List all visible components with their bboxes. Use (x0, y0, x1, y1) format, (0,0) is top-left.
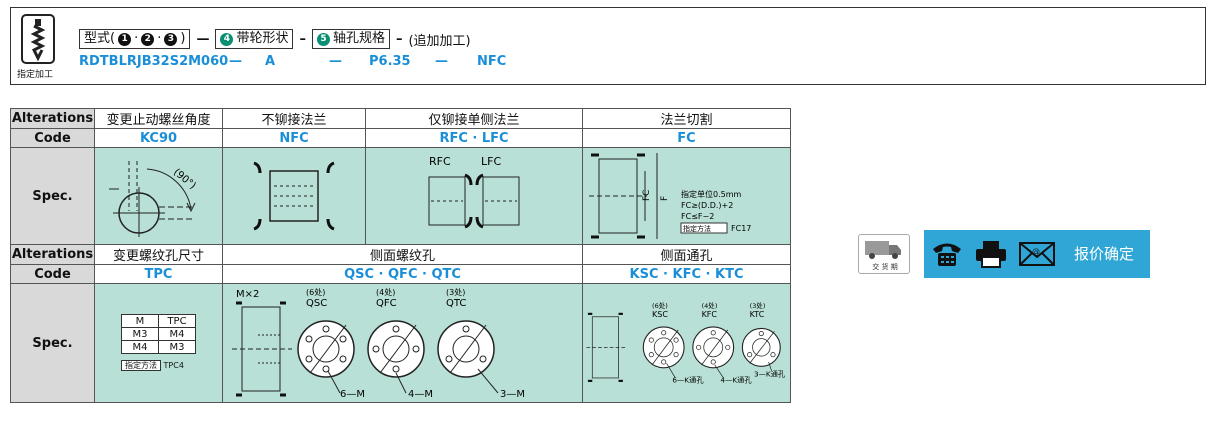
option-value: NFC (477, 54, 507, 69)
svg-text:KSC: KSC (652, 310, 668, 319)
fc-dimension-label: FC (642, 190, 652, 201)
order-format-row: 型式( 1 · 2 · 3 ) — 4 带轮形状 – 5 轴孔规格 – (追加加… (79, 28, 471, 50)
rfc-label: RFC (429, 155, 451, 168)
header-tpc: 变更螺纹孔尺寸 (94, 244, 223, 265)
code-nfc[interactable]: NFC (222, 128, 366, 148)
thru-ktc: (3处) KTC 3—K通孔 (741, 301, 786, 379)
alterations-table: Alterations 变更止动螺丝角度 不铆接法兰 仅铆接单侧法兰 法兰切割 … (10, 108, 792, 403)
step-2-badge: 2 (141, 32, 155, 46)
svg-text:(4处): (4处) (701, 301, 717, 310)
spec-rfc-lfc-diagram: RFC LFC (364, 147, 584, 245)
svg-text:QFC: QFC (376, 298, 397, 309)
svg-text:(6处): (6处) (652, 301, 668, 310)
code-row-header: Code (10, 128, 95, 148)
header-nfc: 不铆接法兰 (222, 108, 366, 129)
code-row-header-2: Code (10, 264, 95, 284)
header-rfc-lfc: 仅铆接单侧法兰 (364, 108, 584, 129)
extra-processing-label: (追加加工) (408, 33, 471, 49)
svg-text:QTC: QTC (446, 298, 466, 309)
lfc-label: LFC (481, 155, 501, 168)
svg-text:QSC: QSC (306, 298, 327, 309)
tapped-qfc: (4处) QFC 4—M (366, 287, 433, 400)
spec-kc90-diagram: (90°) (94, 147, 223, 245)
svg-text:(3处): (3处) (749, 301, 765, 310)
svg-text:(3处): (3处) (446, 287, 465, 297)
svg-text:4—K通孔: 4—K通孔 (720, 375, 752, 384)
svg-text:4—M: 4—M (408, 389, 433, 400)
fc-note-1: 指定单位0.5mm (681, 189, 742, 199)
spec-tpc-table: M TPC M3 M4 M4 M3 指定方法 TPC4 (94, 283, 223, 403)
type-field-label: 型式( 1 · 2 · 3 ) (79, 29, 191, 49)
pulley-shape-field-label: 4 带轮形状 (215, 29, 294, 49)
tpc-size-table: M TPC M3 M4 M4 M3 (121, 314, 196, 354)
quote-confirm-label[interactable]: 报价确定 (1074, 245, 1135, 263)
alterations-row-header: Alterations (10, 108, 95, 129)
svg-text:6—K通孔: 6—K通孔 (672, 375, 704, 384)
mx2-label: M×2 (236, 289, 259, 300)
spec-side-thru-diagram: (6处) KSC 6—K通孔 (4处) KFC (582, 283, 792, 403)
printer-icon[interactable] (974, 240, 1008, 268)
thru-ksc: (6处) KSC 6—K通孔 (642, 301, 704, 384)
quote-confirm-bar[interactable]: @ 报价确定 (924, 230, 1150, 278)
tapped-qtc: (3处) QTC 3—M (436, 287, 525, 400)
fc-note-2: FC≥(D.D.)+2 (681, 201, 733, 210)
custom-processing-badge[interactable]: 指定加工 (17, 14, 65, 82)
custom-processing-caption: 指定加工 (17, 70, 54, 80)
code-kc90[interactable]: KC90 (94, 128, 223, 148)
spec-fc-diagram: FC F 指定单位0.5mm FC≥(D.D.)+2 FC≤F−2 指定方法 F… (582, 147, 792, 245)
alterations-row-header-2: Alterations (10, 244, 95, 265)
svg-text:(6处): (6处) (306, 287, 325, 297)
code-tpc[interactable]: TPC (94, 264, 223, 284)
step-5-badge: 5 (316, 32, 330, 46)
thru-kfc: (4处) KFC 4—K通孔 (691, 301, 752, 384)
delivery-time-button[interactable]: 交 货 期 (858, 234, 910, 274)
spec-row-header-2: Spec. (10, 283, 95, 403)
header-kc90: 变更止动螺丝角度 (94, 108, 223, 129)
code-qsc-qfc-qtc[interactable]: QSC · QFC · QTC (221, 264, 584, 284)
svg-text:@: @ (1032, 247, 1040, 256)
fc-method-tag: 指定方法 (683, 224, 711, 233)
svg-text:(4处): (4处) (376, 287, 395, 297)
code-rfc-lfc[interactable]: RFC · LFC (364, 128, 584, 148)
spec-row-header: Spec. (10, 147, 95, 245)
step-1-badge: 1 (118, 32, 132, 46)
fc-method-code: FC17 (731, 224, 751, 233)
step-4-badge: 4 (220, 32, 234, 46)
tapped-qsc: (6处) QSC 6—M (296, 287, 365, 400)
mail-icon[interactable]: @ (1018, 240, 1056, 268)
header-side-tapped: 侧面螺纹孔 (221, 244, 584, 265)
shape-value: A (265, 54, 276, 69)
header-fc: 法兰切割 (582, 108, 792, 129)
spec-side-tapped-diagram: M×2 (6处) QSC (221, 283, 584, 403)
fc-note-3: FC≤F−2 (681, 212, 714, 221)
order-code-box: 指定加工 型式( 1 · 2 · 3 ) — 4 带轮形状 – 5 轴孔规格 –… (10, 7, 1206, 85)
bore-spec-field-label: 5 轴孔规格 (311, 29, 390, 49)
phone-icon[interactable] (930, 240, 964, 268)
svg-text:KTC: KTC (749, 310, 764, 319)
code-ksc-kfc-ktc[interactable]: KSC · KFC · KTC (582, 264, 792, 284)
drill-icon (21, 14, 55, 64)
truck-icon (865, 241, 901, 259)
svg-text:3—K通孔: 3—K通孔 (754, 370, 786, 379)
code-fc[interactable]: FC (582, 128, 792, 148)
tpc-method-code: TPC4 (163, 361, 184, 370)
header-side-thru: 侧面通孔 (582, 244, 792, 265)
bore-value: P6.35 (369, 54, 411, 69)
part-number-value: RDTBLRJB32S2M060 (79, 54, 229, 69)
spec-nfc-diagram (222, 147, 366, 245)
step-3-badge: 3 (164, 32, 178, 46)
svg-text:3—M: 3—M (500, 389, 525, 400)
kc90-angle-label: (90°) (171, 167, 198, 192)
svg-text:6—M: 6—M (340, 389, 365, 400)
f-dimension-label: F (660, 196, 670, 201)
tpc-method-tag: 指定方法 (121, 360, 161, 371)
svg-text:KFC: KFC (701, 310, 717, 319)
